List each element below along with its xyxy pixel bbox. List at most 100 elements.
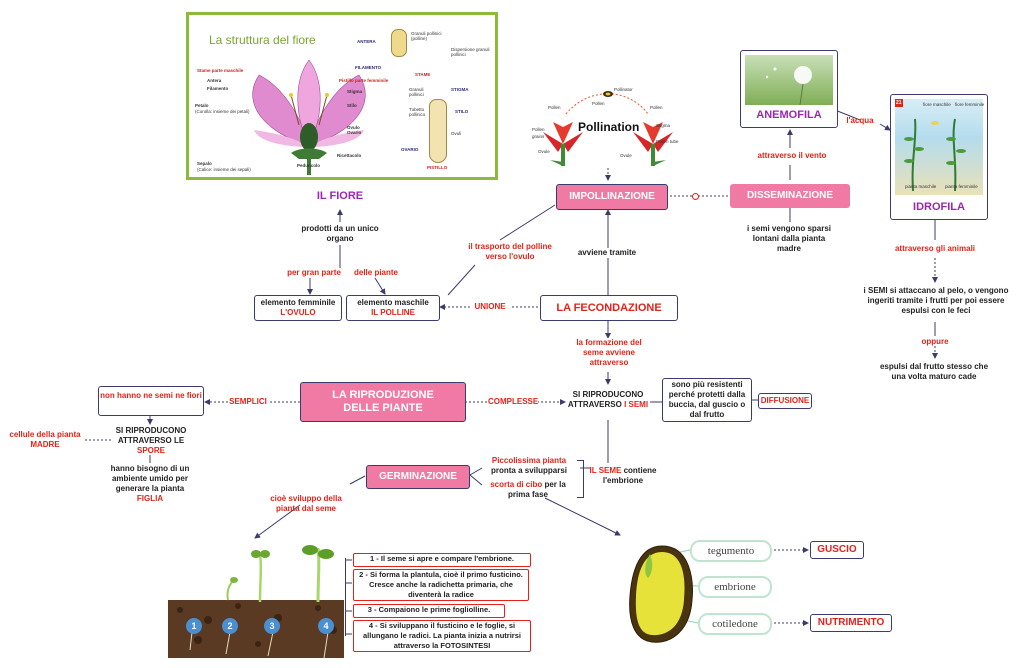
node-fecondazione: LA FECONDAZIONE bbox=[540, 295, 678, 321]
text-spore: SI RIPRODUCONO ATTRAVERSO LE SPORE bbox=[110, 426, 192, 456]
water-plant-illustration bbox=[895, 99, 966, 192]
text-seme-contiene: IL SEME contiene l'embrione bbox=[588, 466, 658, 486]
label-per-gran-parte: per gran parte bbox=[287, 268, 341, 277]
pistil-illustration bbox=[429, 99, 447, 163]
text-semi-sparsi: i semi vengono sparsi lontani dalla pian… bbox=[746, 224, 832, 253]
spore-b: SPORE bbox=[136, 446, 165, 455]
poll-label-ovule-1: Ovule bbox=[538, 149, 550, 154]
label-avviene: avviene tramite bbox=[566, 248, 648, 258]
label-peduncolo: Peduncolo bbox=[297, 163, 321, 168]
flower-structure-figure: La struttura del fiore Stame parte masch… bbox=[186, 12, 498, 180]
label-acqua: l'acqua bbox=[846, 116, 874, 125]
steps-brace bbox=[345, 558, 346, 636]
label-stilo-caps: STILO bbox=[455, 109, 469, 114]
idrofila-card: 21 fiore maschile fiore femminile pianta… bbox=[890, 94, 988, 220]
idro-pianta-maschile: pianta maschile bbox=[905, 184, 937, 189]
label-pistillo: Pistillo parte femminile bbox=[339, 78, 389, 83]
riproducono-semi-a: SI RIPRODUCONO ATTRAVERSO bbox=[567, 390, 644, 409]
flower-illustration bbox=[252, 59, 366, 175]
label-unione: UNIONE bbox=[470, 302, 510, 312]
spore-a: SI RIPRODUCONO ATTRAVERSO LE bbox=[115, 426, 187, 445]
femminile-line2: L'OVULO bbox=[280, 308, 316, 317]
label-petalo: Petalo bbox=[195, 103, 209, 108]
poll-label-pollen-2: Pollen bbox=[592, 101, 605, 106]
text-riproducono-semi: SI RIPRODUCONO ATTRAVERSO I SEMI bbox=[566, 390, 650, 410]
impollinazione-label: IMPOLLINAZIONE bbox=[569, 191, 655, 202]
germinazione-brace bbox=[577, 460, 584, 498]
idro-fiore-femminile: fiore femminile bbox=[955, 102, 985, 107]
label-antera-caps: ANTERA bbox=[357, 39, 376, 44]
riproducono-semi-b: I SEMI bbox=[624, 400, 649, 409]
text-prodotti: prodotti da un unico organo bbox=[301, 224, 379, 243]
germinazione-label: GERMINAZIONE bbox=[379, 471, 457, 482]
piu-resistenti-text: sono più resistenti perché protetti dall… bbox=[668, 380, 746, 419]
dandelion-image bbox=[745, 55, 833, 106]
diffusione-label: DIFFUSIONE bbox=[760, 396, 810, 405]
seedlings-illustration bbox=[168, 545, 344, 659]
seed-label-embrione: embrione bbox=[698, 576, 772, 598]
text-piccolissima: Piccolissima pianta pronta a svilupparsi bbox=[484, 456, 574, 476]
text-semi-pelo: i SEMI si attaccano al pelo, o vengono i… bbox=[863, 286, 1009, 315]
text-scorta: scorta di cibo per la prima fase bbox=[482, 480, 574, 500]
seed-label-cotiledone: cotiledone bbox=[698, 613, 772, 635]
label-oppure: oppure bbox=[921, 337, 949, 346]
poll-label-ovule-2: Ovule bbox=[620, 153, 632, 158]
label-trasporto: il trasporto del polline verso l'ovulo bbox=[468, 242, 552, 261]
node-nutrimento: NUTRIMENTO bbox=[810, 614, 892, 632]
pollination-illustration bbox=[543, 91, 673, 166]
seedling-number-2: 2 bbox=[222, 618, 238, 634]
seed-illustration bbox=[629, 545, 693, 643]
node-diffusione: DIFFUSIONE bbox=[758, 393, 812, 409]
label-cioe-sviluppo: cioè sviluppo della pianta dal seme bbox=[270, 494, 342, 513]
poll-label-pollen-tube: Pollen tube bbox=[656, 139, 679, 144]
idro-pianta-femminile: pianta femminile bbox=[945, 184, 978, 189]
label-corolla: (Corolla: insieme dei petali) bbox=[195, 109, 250, 114]
non-hanno-text: non hanno ne semi ne fiori bbox=[100, 391, 202, 400]
label-stame: Stame parte maschile bbox=[197, 68, 244, 73]
seedling-strip-image: 1 2 3 4 bbox=[168, 540, 344, 659]
anemofila-card: ANEMOFILA bbox=[740, 50, 838, 128]
label-dispersione: Dispersione granuli pollinici bbox=[451, 47, 490, 57]
water-plant-image bbox=[895, 99, 983, 195]
node-elemento-femminile: elemento femminile L'OVULO bbox=[254, 295, 342, 321]
idro-fiore-maschile: fiore maschile bbox=[923, 102, 951, 107]
label-stilo: Stilo bbox=[347, 103, 357, 108]
text-cellule: cellule della pianta MADRE bbox=[4, 430, 86, 450]
label-stigma-caps: STIGMA bbox=[451, 87, 469, 92]
disseminazione-label: DISSEMINAZIONE bbox=[746, 190, 834, 201]
step-1: 1 - Il seme si apre e compare l'embrione… bbox=[353, 553, 531, 567]
step-3: 3 - Compaiono le prime fogliolline. bbox=[353, 604, 505, 618]
text-umido: hanno bisogno di un ambiente umido per g… bbox=[104, 464, 196, 504]
node-impollinazione: IMPOLLINAZIONE bbox=[556, 184, 668, 210]
pollination-title: Pollination bbox=[578, 120, 640, 134]
node-riproduzione: LA RIPRODUZIONE DELLE PIANTE bbox=[300, 382, 466, 422]
label-granuli2: Granuli pollinici bbox=[409, 87, 424, 97]
scorta-b: per la prima fase bbox=[507, 480, 566, 499]
anther-illustration bbox=[391, 29, 407, 57]
maschile-line1: elemento maschile bbox=[357, 298, 429, 307]
label-sepalo: Sepalo bbox=[197, 161, 212, 166]
label-delle-piante: delle piante bbox=[353, 268, 398, 277]
poll-label-pollen-grains: Pollen grains bbox=[532, 127, 545, 139]
step-2: 2 - Si forma la plantula, cioè il primo … bbox=[353, 569, 529, 601]
label-antera: Antera bbox=[207, 78, 222, 83]
poll-label-pollen-1: Pollen bbox=[548, 105, 561, 110]
seed-label-tegumento: tegumento bbox=[690, 540, 772, 562]
poll-label-stigma: Stigma bbox=[656, 123, 671, 128]
label-ovuli: Ovuli bbox=[451, 131, 462, 136]
node-non-hanno: non hanno ne semi ne fiori bbox=[98, 386, 204, 416]
seedling-number-1: 1 bbox=[186, 618, 202, 634]
fecondazione-label: LA FECONDAZIONE bbox=[556, 302, 662, 314]
nutrimento-label: NUTRIMENTO bbox=[817, 617, 885, 628]
label-ovulo-ovario: Ovulo Ovario bbox=[347, 125, 362, 135]
label-ricettacolo: Ricettacolo bbox=[337, 153, 362, 158]
cellule-a: cellule della pianta bbox=[9, 430, 81, 439]
label-stame-caps: STAME bbox=[415, 72, 431, 77]
cellule-b: MADRE bbox=[30, 440, 60, 449]
node-guscio: GUSCIO bbox=[810, 541, 864, 559]
node-germinazione: GERMINAZIONE bbox=[366, 465, 470, 489]
seedling-number-3: 3 bbox=[264, 618, 280, 634]
label-granuli: Granuli pollinici (polline) bbox=[411, 31, 442, 41]
label-complesse: COMPLESSE bbox=[488, 397, 539, 407]
